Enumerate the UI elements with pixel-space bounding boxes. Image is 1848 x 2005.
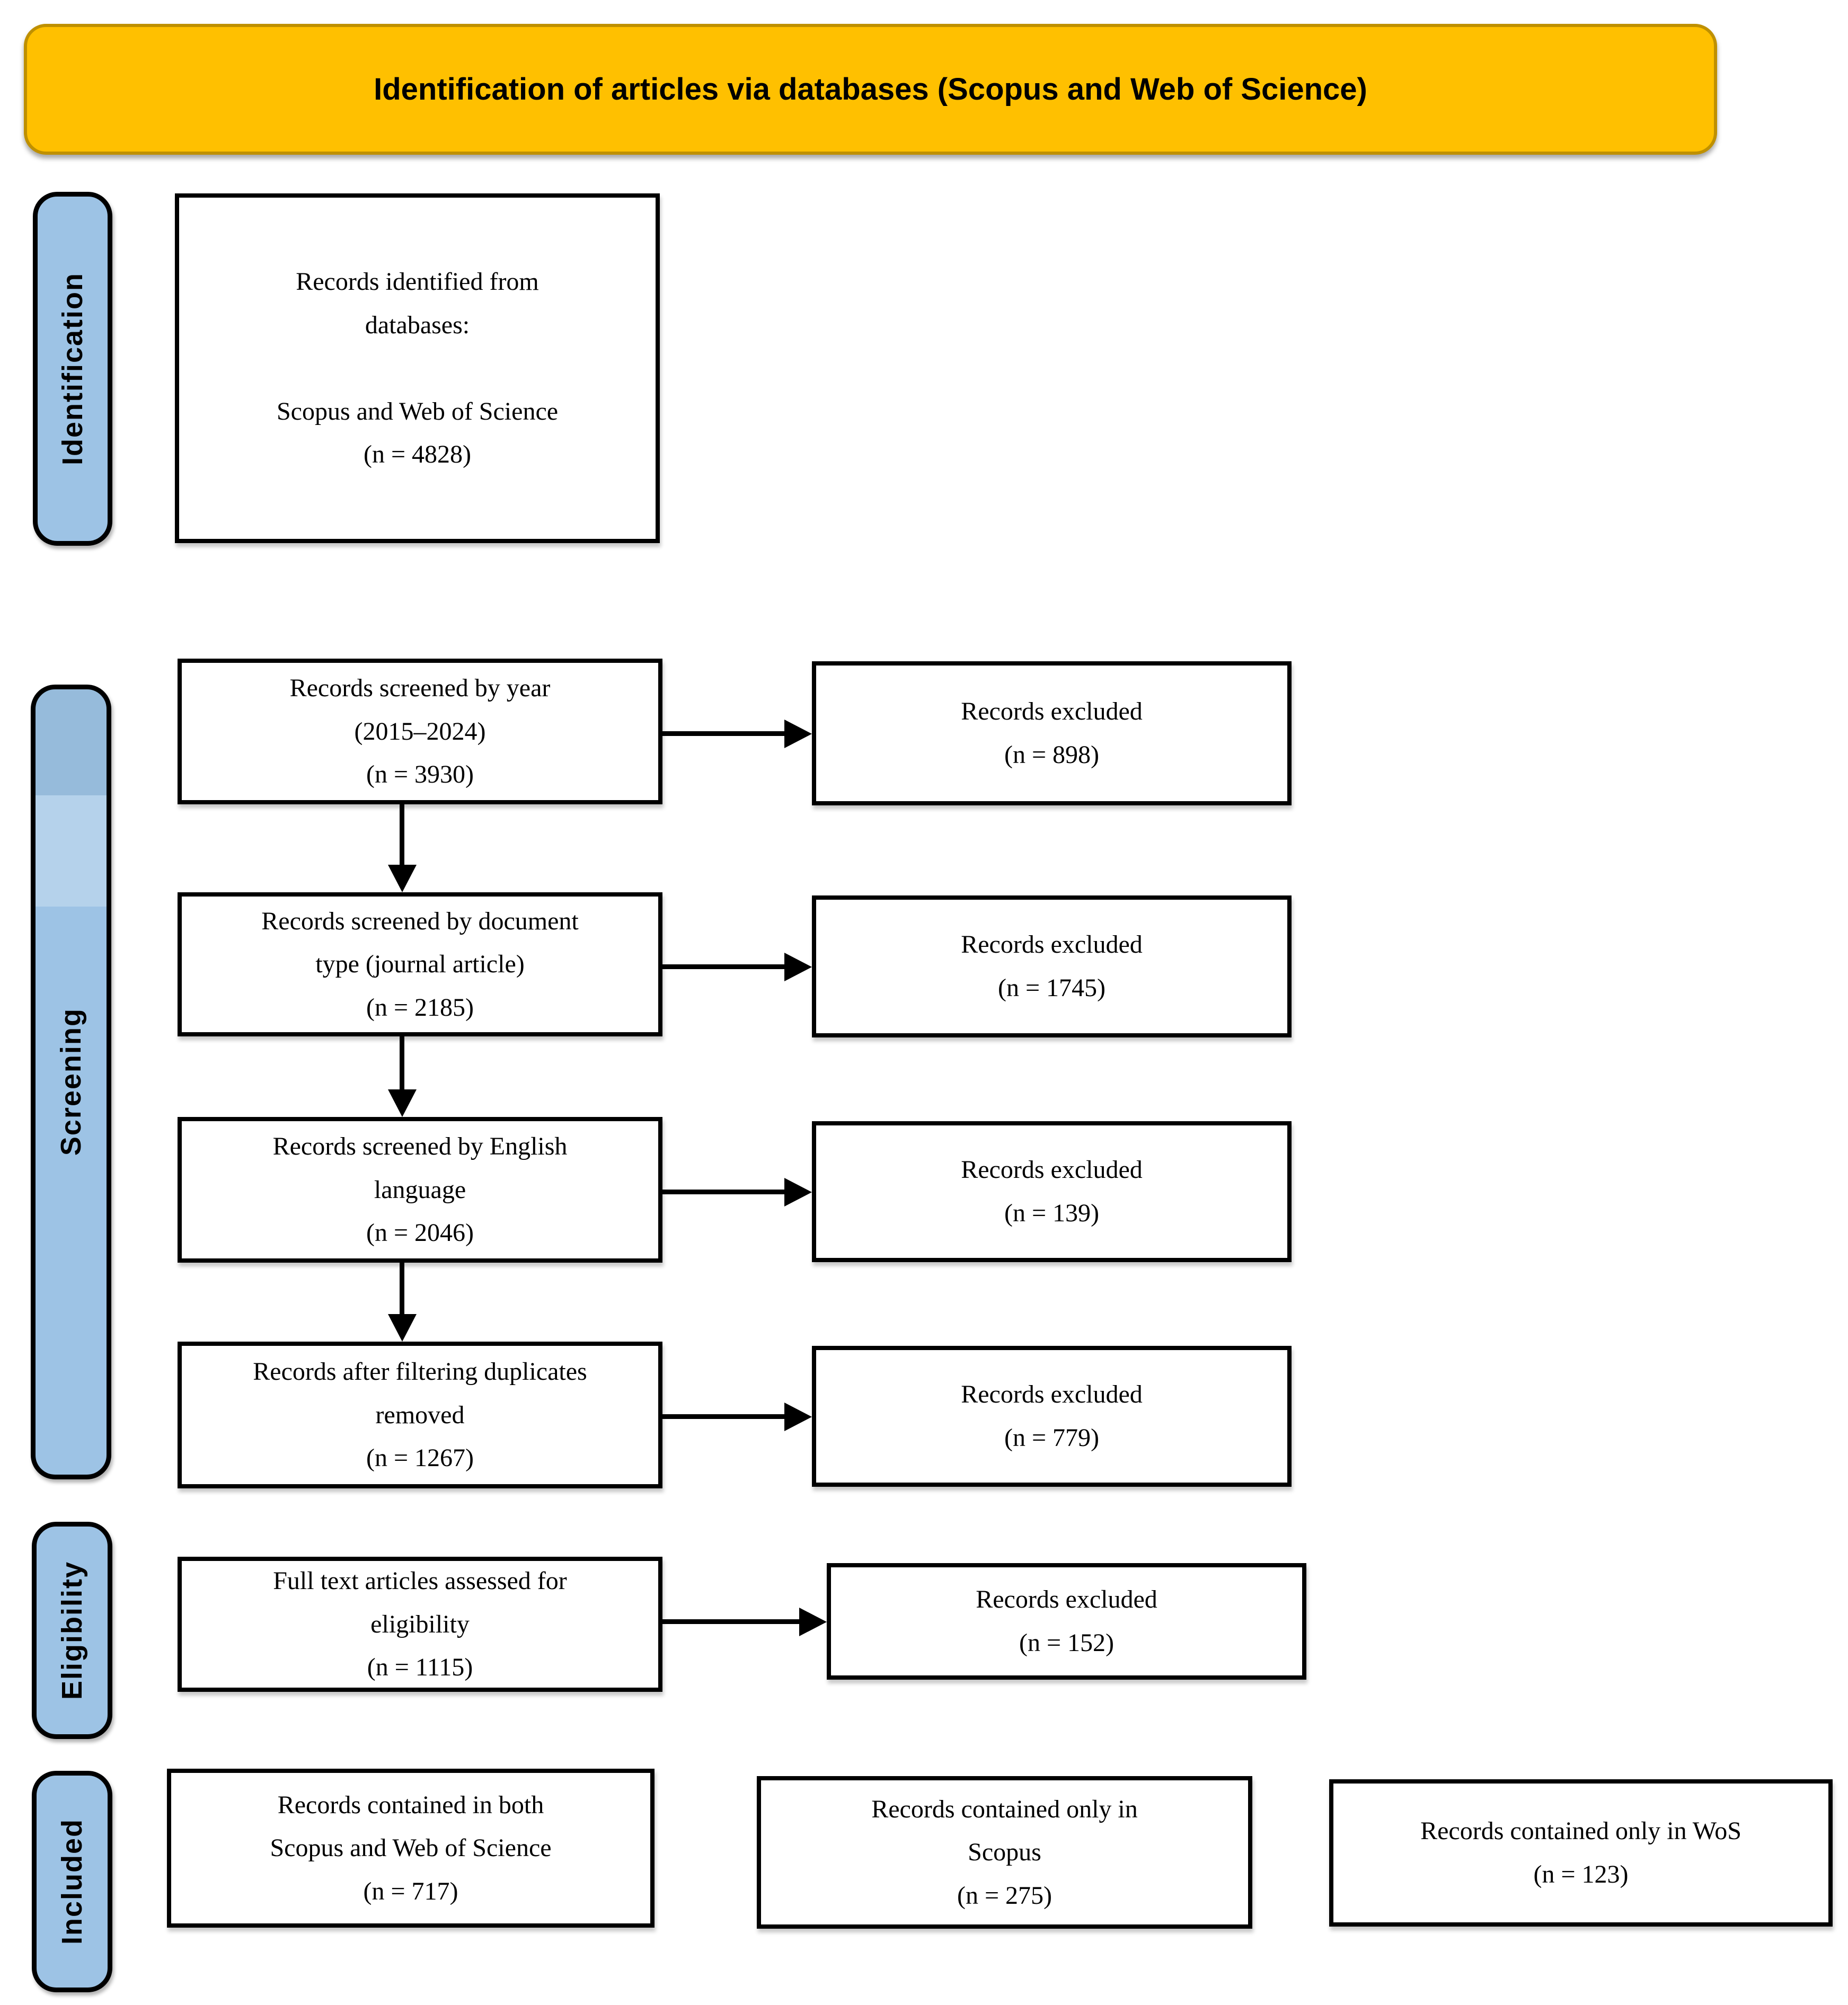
text-line: Records after filtering duplicates <box>253 1358 587 1386</box>
banner-identification-via-databases: Identification of articles via databases… <box>24 24 1717 155</box>
stage-bar-identification: Identification <box>33 192 112 546</box>
text-line: (n = 2046) <box>366 1219 474 1247</box>
box-included-scopus-only: Records contained only in Scopus (n = 27… <box>757 1776 1252 1929</box>
stage-label-identification: Identification <box>57 272 89 465</box>
box-excluded-fulltext: Records excluded (n = 152) <box>827 1563 1306 1680</box>
right-arrow-excluded-doctype <box>662 952 812 981</box>
stage-bar-shade-top <box>36 689 107 795</box>
text-line: Scopus <box>968 1838 1041 1867</box>
text-line: (n = 275) <box>957 1881 1053 1910</box>
text-line: (n = 139) <box>1004 1199 1100 1227</box>
text-line: Records excluded <box>976 1585 1157 1614</box>
box-records-identified: Records identified from databases: Scopu… <box>175 193 660 543</box>
text-line: (n = 1115) <box>367 1653 473 1682</box>
text-line: Records contained only in <box>871 1795 1138 1823</box>
right-arrow-excluded-year <box>662 719 812 748</box>
down-arrow-language-to-duplicates <box>387 1263 417 1342</box>
right-arrow-excluded-fulltext <box>662 1607 827 1636</box>
text-line: (n = 2185) <box>366 993 474 1022</box>
stage-bar-screening: Screening <box>31 685 111 1479</box>
text-line: eligibility <box>370 1610 470 1638</box>
text-line: Records contained in both <box>277 1790 544 1819</box>
box-excluded-language: Records excluded (n = 139) <box>812 1121 1292 1262</box>
text-line: (n = 1267) <box>366 1444 474 1472</box>
text-line: Records contained only in WoS <box>1420 1817 1741 1846</box>
stage-label-eligibility: Eligibility <box>56 1560 88 1700</box>
box-screened-by-doctype: Records screened by document type (journ… <box>178 892 662 1036</box>
text-line: (2015–2024) <box>354 717 486 746</box>
text-line: Records excluded <box>961 1380 1143 1409</box>
text-line: (n = 123) <box>1533 1860 1629 1888</box>
banner-title: Identification of articles via databases… <box>374 72 1367 107</box>
text-line: (n = 717) <box>363 1877 458 1905</box>
text-line: Records screened by year <box>289 674 551 703</box>
box-excluded-doctype: Records excluded (n = 1745) <box>812 895 1292 1037</box>
text-line: Scopus and Web of Science <box>276 397 559 425</box>
text-line: databases: <box>365 310 470 339</box>
down-arrow-year-to-doctype <box>387 804 417 892</box>
text-line: Records excluded <box>961 1156 1143 1184</box>
text-line: Records screened by English <box>272 1132 568 1161</box>
box-screened-by-language: Records screened by English language (n … <box>178 1117 662 1263</box>
text-line: Full text articles assessed for <box>273 1567 567 1595</box>
text-line: (n = 779) <box>1004 1424 1100 1452</box>
box-excluded-duplicates: Records excluded (n = 779) <box>812 1346 1292 1487</box>
stage-label-included: Included <box>56 1818 88 1945</box>
stage-bar-eligibility: Eligibility <box>32 1522 112 1739</box>
text-line: (n = 3930) <box>366 760 474 789</box>
text-line: Records excluded <box>961 697 1143 726</box>
right-arrow-excluded-duplicates <box>662 1402 812 1431</box>
text-line: Scopus and Web of Science <box>270 1834 552 1862</box>
text-line: type (journal article) <box>315 950 525 979</box>
stage-bar-included: Included <box>32 1771 112 1992</box>
text-line: Records screened by document <box>261 907 579 935</box>
stage-label-screening: Screening <box>55 1008 87 1156</box>
box-fulltext-assessed: Full text articles assessed for eligibil… <box>178 1557 662 1692</box>
box-excluded-year: Records excluded (n = 898) <box>812 661 1292 805</box>
text-line: (n = 152) <box>1019 1629 1115 1657</box>
right-arrow-excluded-language <box>662 1177 812 1206</box>
text-line: removed <box>375 1400 465 1429</box>
text-line: (n = 1745) <box>997 974 1106 1002</box>
text-line: Records excluded <box>961 930 1143 959</box>
box-included-wos-only: Records contained only in WoS (n = 123) <box>1329 1779 1833 1927</box>
text-line: Records identified from <box>296 268 539 296</box>
box-included-both: Records contained in both Scopus and Web… <box>167 1769 655 1928</box>
text-line: language <box>374 1175 466 1204</box>
text-line: (n = 4828) <box>363 440 472 469</box>
down-arrow-doctype-to-language <box>387 1036 417 1117</box>
stage-bar-shade-light <box>36 795 107 907</box>
box-duplicates-removed: Records after filtering duplicates remov… <box>178 1342 662 1488</box>
box-screened-by-year: Records screened by year (2015–2024) (n … <box>178 659 662 804</box>
text-line: (n = 898) <box>1004 741 1100 769</box>
